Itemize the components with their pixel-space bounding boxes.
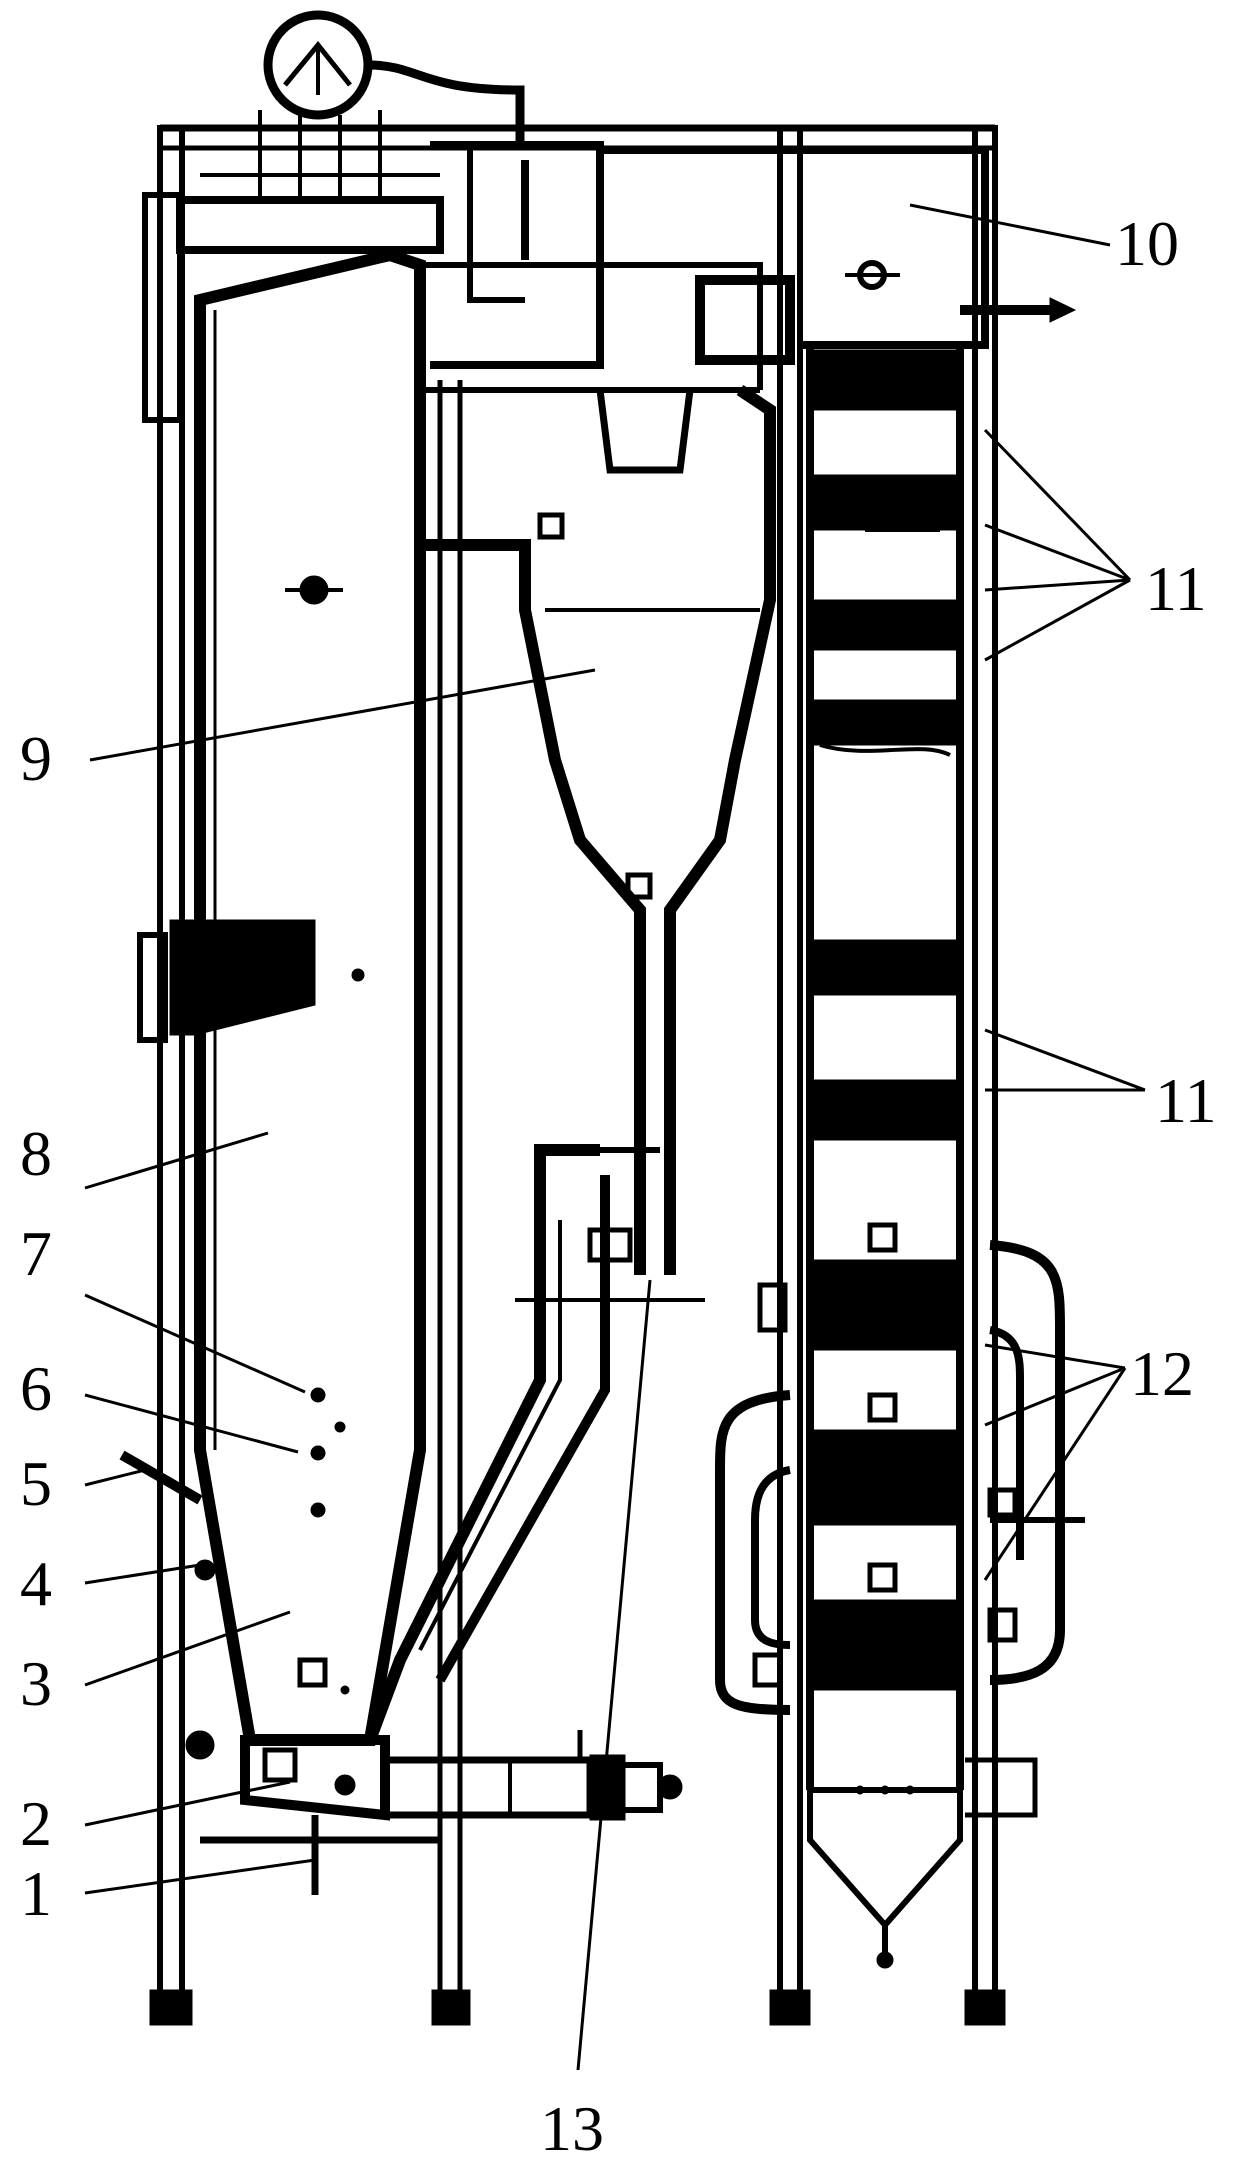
label-13: 13	[540, 2093, 604, 2164]
label-6: 6	[20, 1353, 52, 1424]
furnace	[137, 192, 444, 1746]
crossover-duct	[430, 141, 795, 369]
label-1: 1	[20, 1858, 52, 1929]
ash-hopper	[807, 1757, 1038, 1969]
steam-drum	[200, 10, 525, 200]
leader-lines	[84, 203, 1146, 2071]
label-11-lower: 11	[1155, 1065, 1217, 1136]
label-9: 9	[20, 723, 52, 794]
steel-frame	[149, 124, 1006, 2026]
label-7: 7	[20, 1218, 52, 1289]
loop-seal	[364, 1144, 705, 1743]
label-11-upper: 11	[1145, 553, 1207, 624]
label-2: 2	[20, 1788, 52, 1859]
label-10: 10	[1115, 208, 1179, 279]
cyclone-separator	[420, 262, 776, 1275]
column-feet	[149, 1989, 1006, 2026]
back-pass	[600, 146, 1077, 1790]
label-4: 4	[20, 1548, 52, 1619]
number-labels: 1 2 3 4 5 6 7 8 9 10 11 11 12 13	[20, 208, 1217, 2164]
label-3: 3	[20, 1648, 52, 1719]
air-preheater-banks	[715, 1222, 1085, 1715]
label-12: 12	[1130, 1338, 1194, 1409]
label-8: 8	[20, 1118, 52, 1189]
label-5: 5	[20, 1448, 52, 1519]
wind-box	[185, 1730, 683, 1895]
heat-exchanger-banks	[809, 349, 961, 1141]
